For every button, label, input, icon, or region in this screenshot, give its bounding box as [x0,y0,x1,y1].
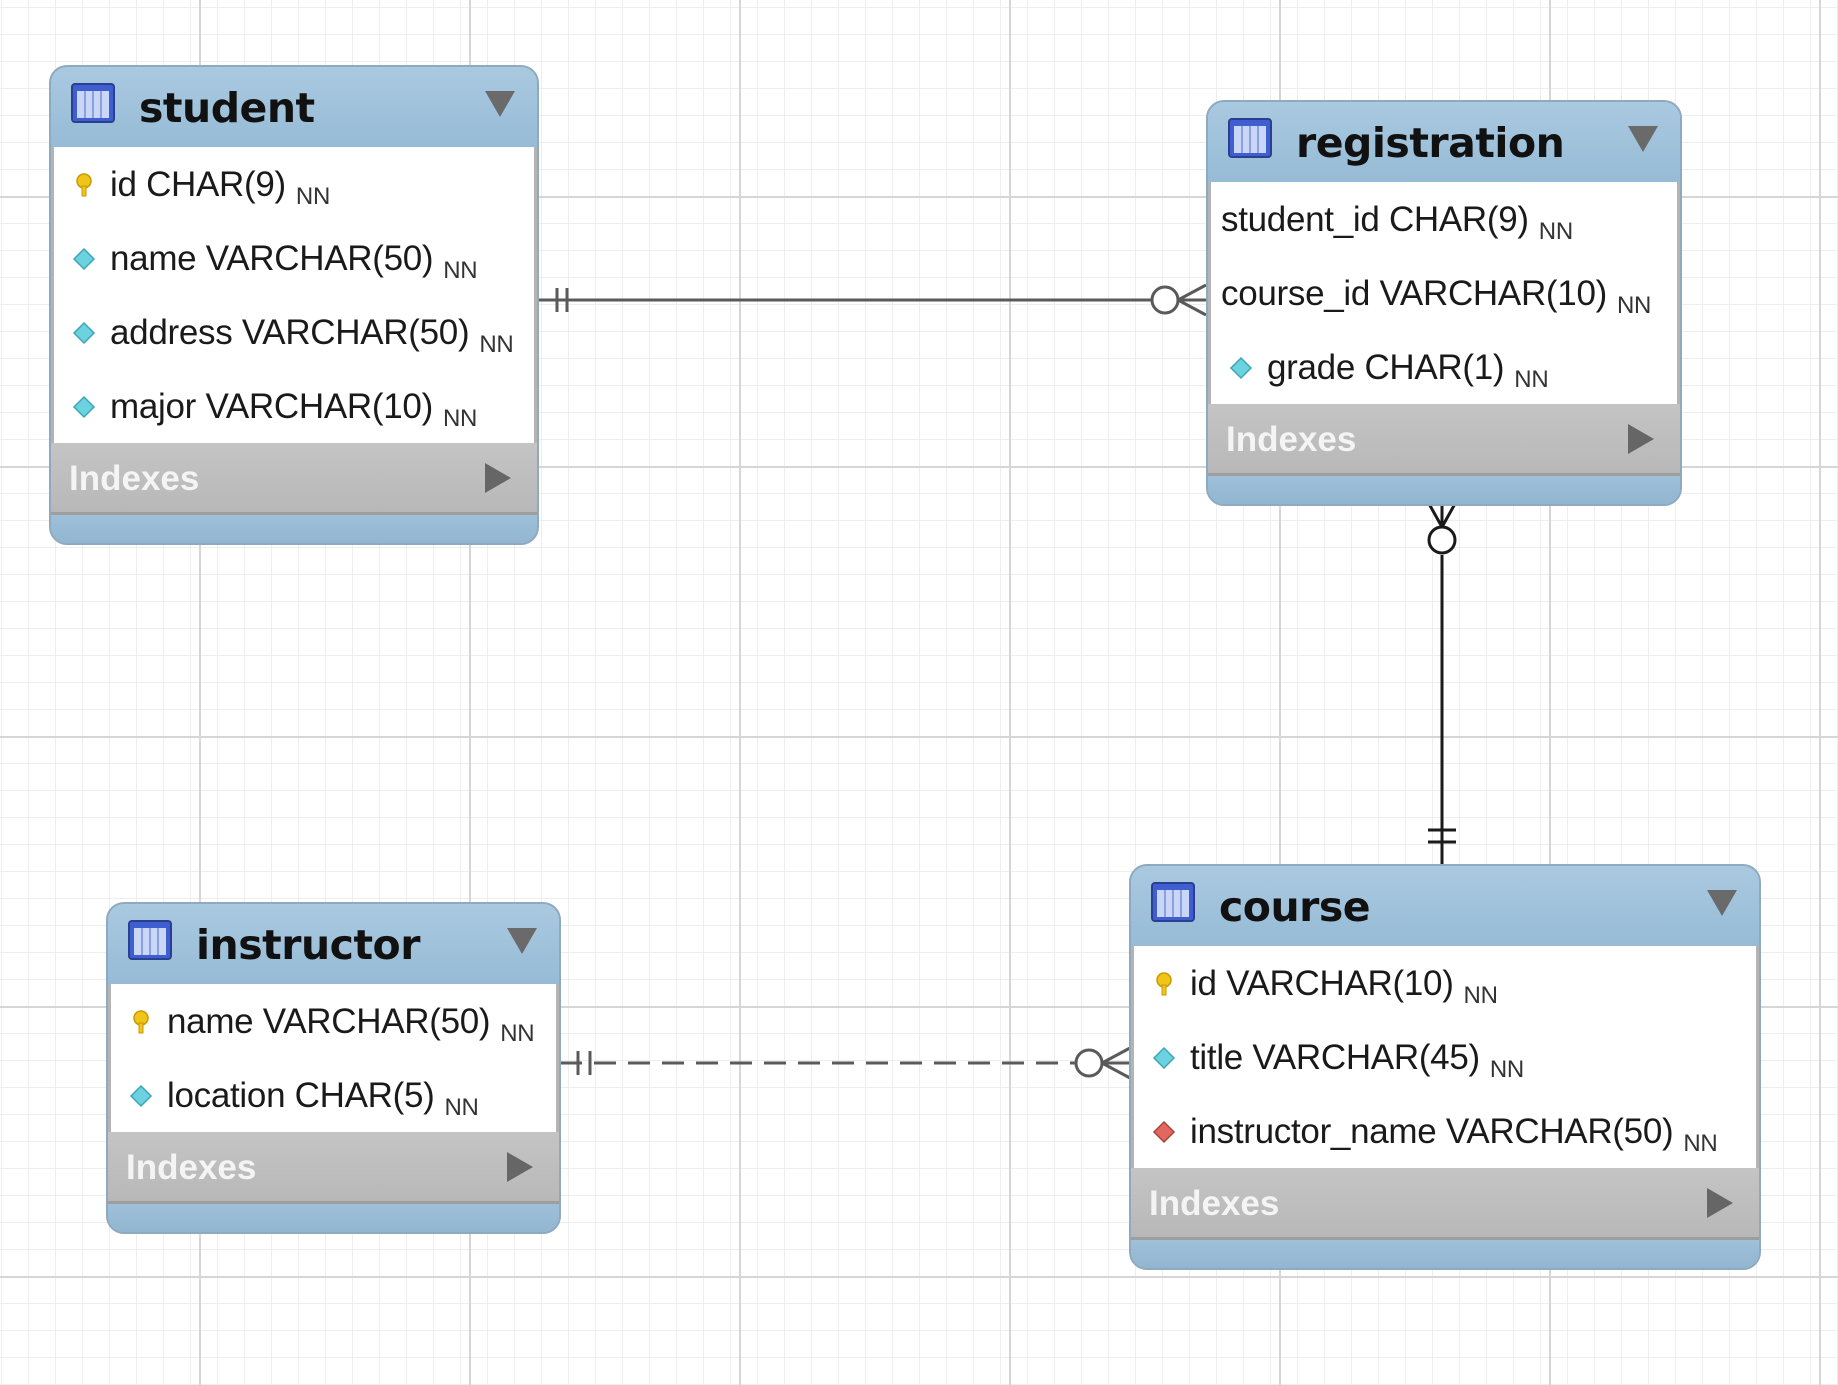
not-null-flag: NN [1538,218,1573,245]
table-icon [1228,118,1272,158]
relationship-instructor-course[interactable] [560,1046,1131,1080]
column-list: id VARCHAR(10)NN title VARCHAR(45)NN ins… [1131,946,1759,1168]
table-header[interactable]: course [1131,866,1759,946]
indexes-section[interactable]: Indexes [1208,404,1680,476]
collapse-toggle-icon[interactable] [485,91,515,117]
relationship-student-registration[interactable] [538,283,1207,317]
relationship-course-registration[interactable] [1426,501,1458,864]
column-row[interactable]: grade CHAR(1)NN [1211,330,1677,404]
indexes-label: Indexes [1149,1184,1280,1223]
not-null-flag: NN [1683,1130,1718,1157]
column-row[interactable]: title VARCHAR(45)NN [1134,1020,1756,1094]
not-null-flag: NN [500,1020,535,1047]
column-diamond-icon [1152,1046,1176,1070]
collapse-toggle-icon[interactable] [1628,126,1658,152]
column-diamond-icon [72,247,96,271]
column-row[interactable]: student_id CHAR(9)NN [1211,182,1677,256]
column-definition: id VARCHAR(10)NN [1190,964,1498,1009]
column-row[interactable]: id CHAR(9)NN [54,147,534,221]
column-definition: address VARCHAR(50)NN [110,313,514,358]
column-diamond-icon [72,395,96,419]
not-null-flag: NN [443,257,478,284]
column-row[interactable]: name VARCHAR(50)NN [54,221,534,295]
table-name: registration [1296,119,1565,167]
expand-arrow-icon[interactable] [507,1152,533,1182]
column-definition: location CHAR(5)NN [167,1076,479,1121]
indexes-label: Indexes [126,1148,257,1187]
foreign-key-diamond-icon [1152,1120,1176,1144]
table-registration[interactable]: registration student_id CHAR(9)NN course… [1206,100,1682,506]
primary-key-icon [133,1010,149,1034]
table-footer [51,515,537,543]
indexes-label: Indexes [69,459,200,498]
column-definition: id CHAR(9)NN [110,165,330,210]
indexes-section[interactable]: Indexes [51,443,537,515]
not-null-flag: NN [444,1094,479,1121]
primary-key-icon [76,173,92,197]
column-row[interactable]: instructor_name VARCHAR(50)NN [1134,1094,1756,1168]
column-definition: student_id CHAR(9)NN [1221,200,1573,245]
table-icon [128,920,172,960]
column-row[interactable]: id VARCHAR(10)NN [1134,946,1756,1020]
column-row[interactable]: course_id VARCHAR(10)NN [1211,256,1677,330]
column-list: name VARCHAR(50)NN location CHAR(5)NN [108,984,559,1132]
not-null-flag: NN [1489,1056,1524,1083]
not-null-flag: NN [1463,982,1498,1009]
expand-arrow-icon[interactable] [485,463,511,493]
column-definition: instructor_name VARCHAR(50)NN [1190,1112,1718,1157]
collapse-toggle-icon[interactable] [507,928,537,954]
indexes-section[interactable]: Indexes [1131,1168,1759,1240]
table-header[interactable]: registration [1208,102,1680,182]
table-name: student [139,84,315,132]
column-definition: course_id VARCHAR(10)NN [1221,274,1652,319]
not-null-flag: NN [1514,366,1549,393]
table-footer [1131,1240,1759,1268]
column-definition: grade CHAR(1)NN [1267,348,1549,393]
table-instructor[interactable]: instructor name VARCHAR(50)NN location C… [106,902,561,1234]
table-icon [71,83,115,123]
expand-arrow-icon[interactable] [1707,1188,1733,1218]
not-null-flag: NN [479,331,514,358]
column-definition: name VARCHAR(50)NN [167,1002,535,1047]
not-null-flag: NN [1616,292,1652,319]
column-row[interactable]: name VARCHAR(50)NN [111,984,556,1058]
collapse-toggle-icon[interactable] [1707,890,1737,916]
not-null-flag: NN [442,405,478,432]
indexes-label: Indexes [1226,420,1357,459]
column-row[interactable]: location CHAR(5)NN [111,1058,556,1132]
column-diamond-icon [129,1084,153,1108]
column-definition: title VARCHAR(45)NN [1190,1038,1524,1083]
column-definition: name VARCHAR(50)NN [110,239,478,284]
column-definition: major VARCHAR(10)NN [110,387,478,432]
indexes-section[interactable]: Indexes [108,1132,559,1204]
expand-arrow-icon[interactable] [1628,424,1654,454]
table-student[interactable]: student id CHAR(9)NN name VARCHAR(50)NN [49,65,539,545]
table-icon [1151,882,1195,922]
table-header[interactable]: student [51,67,537,147]
column-list: student_id CHAR(9)NN course_id VARCHAR(1… [1208,182,1680,404]
column-row[interactable]: major VARCHAR(10)NN [54,369,534,443]
column-diamond-icon [72,321,96,345]
primary-key-icon [1156,972,1172,996]
table-name: course [1219,883,1371,931]
column-diamond-icon [1229,356,1253,380]
table-header[interactable]: instructor [108,904,559,984]
column-list: id CHAR(9)NN name VARCHAR(50)NN address … [51,147,537,443]
column-row[interactable]: address VARCHAR(50)NN [54,295,534,369]
table-course[interactable]: course id VARCHAR(10)NN title VARCHAR(45… [1129,864,1761,1270]
table-footer [1208,476,1680,504]
not-null-flag: NN [295,183,330,210]
table-name: instructor [196,921,420,969]
table-footer [108,1204,559,1232]
